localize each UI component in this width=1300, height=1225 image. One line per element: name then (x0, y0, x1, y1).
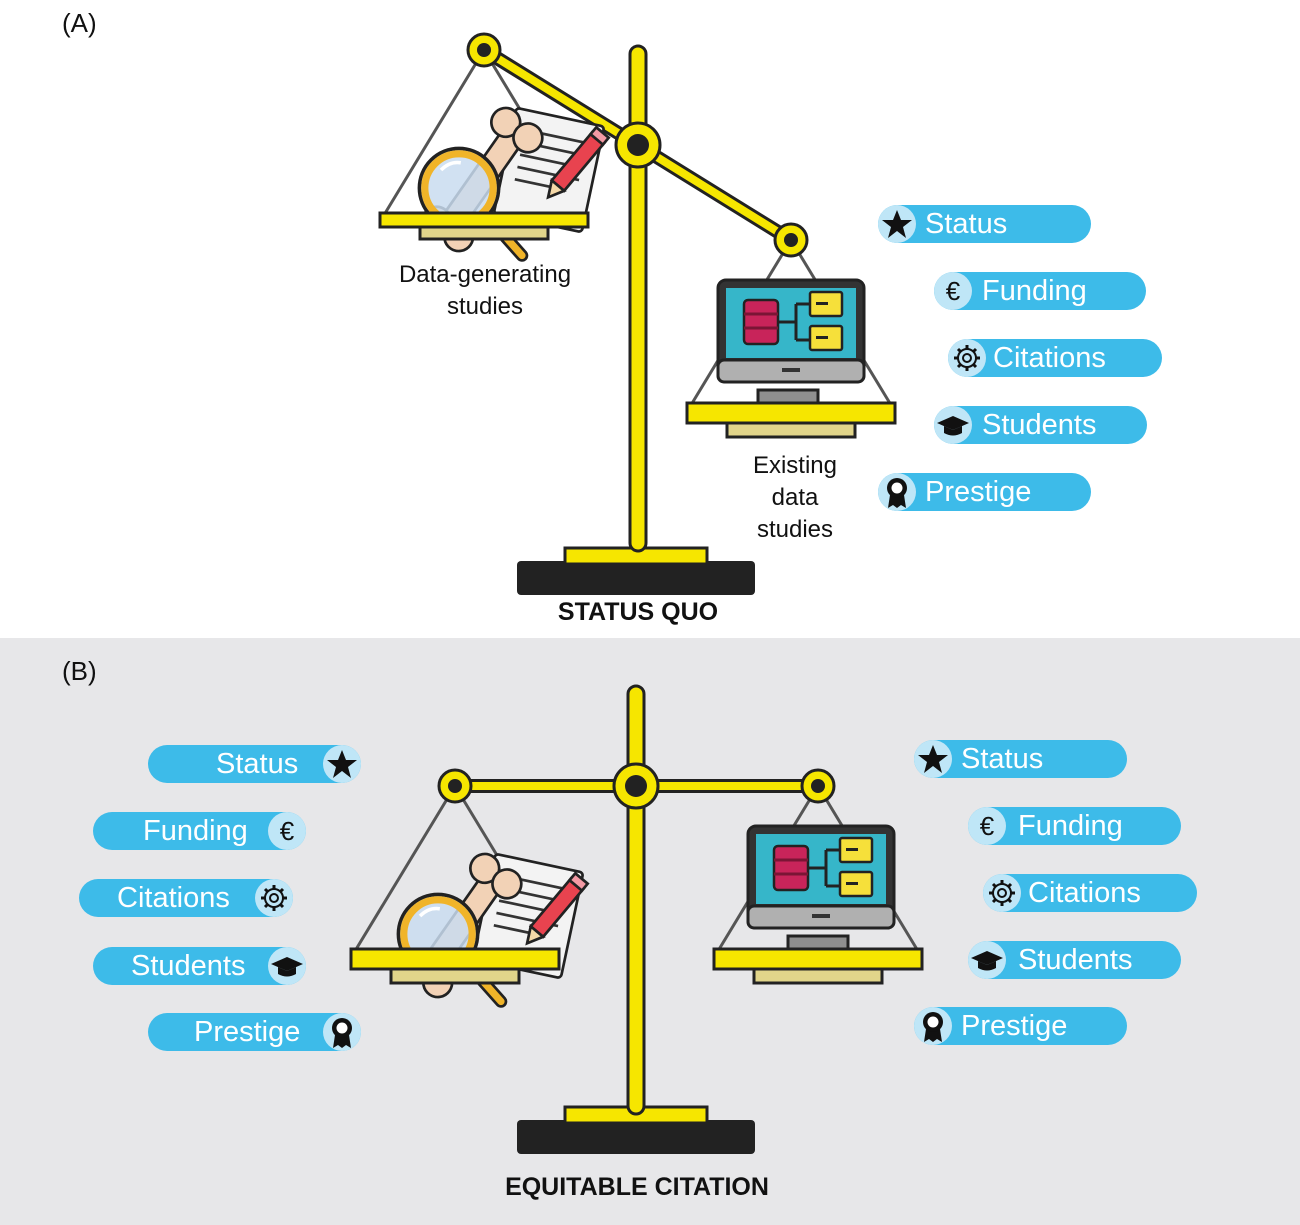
left-pan (349, 785, 588, 1003)
euro-icon: € (968, 807, 1006, 845)
pill-prestige-right: Prestige (914, 1007, 1127, 1045)
pill-label: Status (216, 748, 299, 780)
pill-students-right: Students (968, 941, 1181, 979)
euro-icon: € (268, 812, 306, 850)
left-pan (378, 49, 609, 257)
star-icon (878, 205, 916, 243)
graduation-cap-icon (968, 941, 1006, 979)
svg-text:€: € (980, 811, 995, 841)
svg-text:€: € (280, 816, 295, 846)
panel-label: (B) (62, 656, 97, 686)
euro-icon: € (934, 272, 972, 310)
award-ribbon-icon (323, 1013, 361, 1051)
pill-prestige: Prestige (878, 473, 1091, 511)
pill-label: Prestige (194, 1016, 301, 1048)
right-pan (685, 239, 897, 439)
pill-status-right: Status (914, 740, 1127, 778)
scale-base (517, 1120, 755, 1154)
pill-label: Citations (1028, 877, 1141, 909)
graduation-cap-icon (934, 406, 972, 444)
pill-label: Citations (117, 882, 230, 914)
award-ribbon-icon (914, 1007, 952, 1045)
pill-citations: Citations (948, 339, 1162, 377)
pill-label: Funding (143, 815, 248, 847)
caption-line: studies (756, 516, 834, 543)
pill-funding-right: € Funding (968, 807, 1181, 845)
scale-pole (628, 44, 648, 553)
pill-funding: € Funding (934, 272, 1146, 310)
right-caption: Existing data studies (730, 450, 860, 546)
pill-label: Prestige (961, 1010, 1068, 1042)
panel-a-footer: STATUS QUO (557, 598, 719, 626)
pill-status: Status (878, 205, 1091, 243)
caption-line: Existing (752, 452, 838, 479)
pill-label: Students (982, 409, 1097, 441)
pill-status-left: Status (148, 745, 361, 783)
pill-label: Prestige (925, 476, 1032, 508)
caption-line: Data-generating (398, 261, 572, 288)
pill-prestige-left: Prestige (148, 1013, 361, 1051)
pill-label: Funding (982, 275, 1087, 307)
scale-illustration-tilted (378, 32, 897, 595)
gear-icon (948, 339, 986, 377)
star-icon (914, 740, 952, 778)
svg-text:€: € (946, 276, 961, 306)
gear-icon (983, 874, 1021, 912)
pill-students-left: Students (93, 947, 306, 985)
pill-label: Status (925, 208, 1008, 240)
pill-label: Funding (1018, 810, 1123, 842)
pill-students: Students (934, 406, 1147, 444)
computer-database-icon (746, 824, 896, 964)
pill-label: Citations (993, 342, 1106, 374)
pill-funding-left: Funding € (93, 812, 306, 850)
pill-citations-right: Citations (983, 874, 1197, 912)
left-caption: Data-generating studies (380, 259, 590, 323)
scale-base (517, 561, 755, 595)
graduation-cap-icon (268, 947, 306, 985)
scale-pole (626, 684, 646, 1116)
pill-label: Students (131, 950, 246, 982)
scale-illustration-balanced (349, 684, 924, 1154)
panel-status-quo: (A) Data-g (62, 8, 1162, 626)
star-icon (323, 745, 361, 783)
panel-equitable-citation: (B) Status Funding (0, 638, 1300, 1225)
right-pan (712, 785, 924, 985)
caption-line: data (771, 484, 819, 511)
computer-database-icon (716, 278, 866, 418)
panel-b-footer: EQUITABLE CITATION (505, 1173, 769, 1201)
pill-citations-left: Citations (79, 879, 293, 917)
panel-label: (A) (62, 8, 97, 38)
pill-label: Status (961, 743, 1044, 775)
pill-label: Students (1018, 944, 1133, 976)
award-ribbon-icon (878, 473, 916, 511)
caption-line: studies (446, 293, 524, 320)
gear-icon (255, 879, 293, 917)
